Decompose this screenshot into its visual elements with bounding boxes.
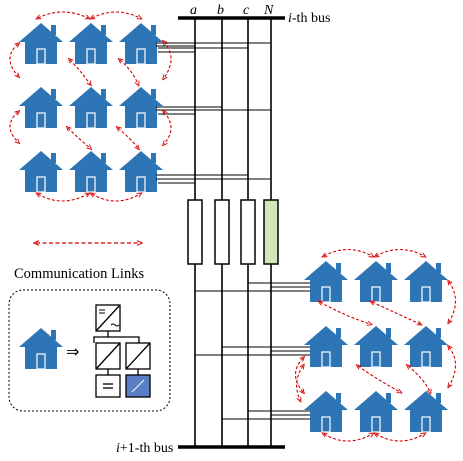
- house-icon: [303, 260, 349, 302]
- impedance-a: [187, 199, 203, 265]
- upper-house-cluster: [18, 22, 164, 192]
- phase-b-label: b: [217, 3, 224, 18]
- house-icon: [68, 22, 114, 64]
- house-icon: [18, 86, 64, 128]
- house-icon: [18, 22, 64, 64]
- lower-feeders: [195, 282, 310, 420]
- house-icon: [403, 260, 449, 302]
- house-icon: [403, 325, 449, 367]
- top-bus-label: i-th bus: [288, 11, 330, 26]
- household-detail-inset: ⇒: [8, 289, 171, 412]
- house-icon: [303, 325, 349, 367]
- upper-feeders: [156, 42, 271, 184]
- implies-arrow-icon: ⇒: [66, 342, 79, 361]
- house-icon: [353, 325, 399, 367]
- house-icon: [68, 150, 114, 192]
- house-icon: [353, 260, 399, 302]
- upper-comm-links: [9, 11, 172, 202]
- house-icon: [68, 86, 114, 128]
- lower-comm-links: [294, 248, 457, 442]
- impedance-n: [263, 199, 279, 265]
- converter-stack: [93, 304, 151, 398]
- house-icon: [303, 390, 349, 432]
- lower-house-cluster: [303, 260, 449, 432]
- phase-c-label: c: [243, 3, 250, 18]
- house-icon: [353, 390, 399, 432]
- comm-links-label: Communication Links: [14, 266, 144, 282]
- house-icon: [403, 390, 449, 432]
- phase-n-label: N: [263, 3, 274, 18]
- bottom-bus-label: i+1-th bus: [116, 441, 173, 456]
- house-icon: [18, 150, 64, 192]
- impedance-c: [240, 199, 256, 265]
- impedance-b: [214, 199, 230, 265]
- line-impedances: [187, 199, 279, 265]
- house-icon: [118, 150, 164, 192]
- phase-a-label: a: [190, 3, 197, 18]
